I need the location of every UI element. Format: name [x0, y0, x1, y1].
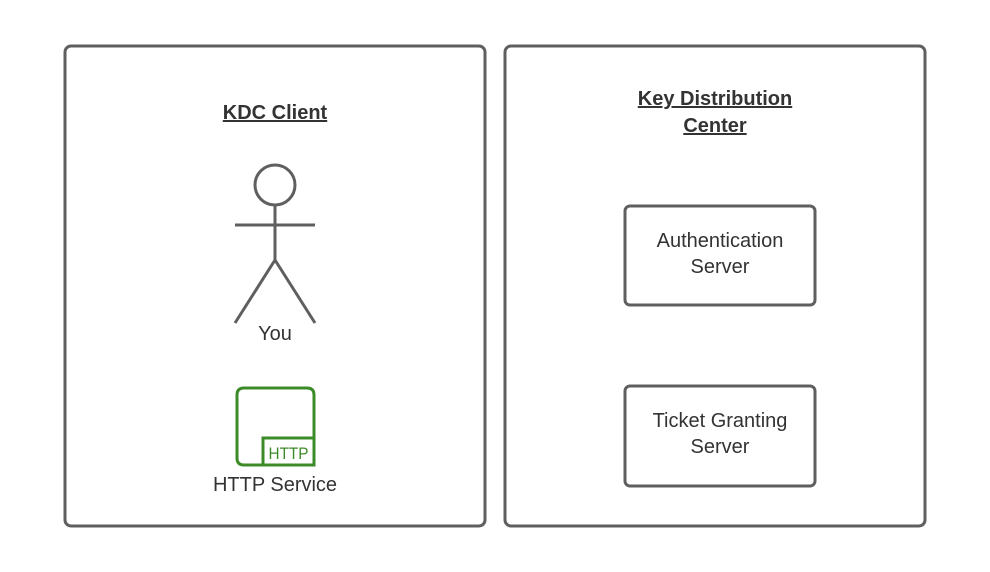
stick-figure-icon — [233, 163, 317, 324]
kdc-client-panel — [63, 44, 487, 528]
http-icon-text: HTTP — [269, 444, 309, 463]
label-line: Server — [690, 436, 750, 458]
http-service-icon: HTTP — [235, 386, 316, 467]
kdc-title-line2: Center — [683, 115, 747, 137]
label-line: Server — [690, 256, 750, 278]
user-label: You — [258, 323, 292, 345]
kdc-title-line1: Key Distribution — [637, 88, 793, 110]
ticket-granting-server-box — [623, 384, 817, 488]
authentication-server-label: Authentication Server — [625, 228, 815, 280]
authentication-server-box — [623, 204, 817, 307]
http-service-label: HTTP Service — [212, 474, 338, 496]
ticket-granting-server-label: Ticket Granting Server — [625, 408, 815, 460]
kdc-title: Key Distribution Center — [505, 86, 925, 140]
label-line: Ticket Granting — [652, 410, 788, 432]
kdc-client-title: KDC Client — [222, 102, 328, 124]
kdc-panel — [503, 44, 927, 528]
label-line: Authentication — [656, 230, 784, 252]
